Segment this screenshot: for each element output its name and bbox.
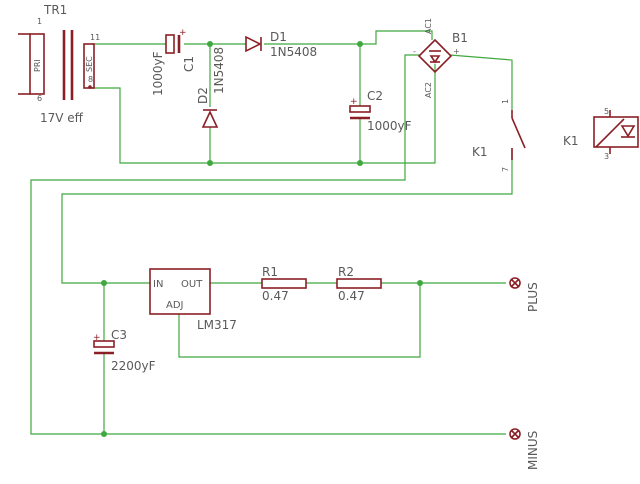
- terminal-plus-cross: [510, 278, 520, 288]
- terminal-minus-label: MINUS: [526, 431, 540, 470]
- relay-switch-pin-7: 7: [501, 167, 510, 172]
- capacitor-c3-value: 2200yF: [111, 359, 156, 373]
- resistor-r2: R2 0.47: [336, 265, 382, 303]
- regulator-lm317: IN OUT ADJ LM317: [149, 268, 237, 332]
- wire-adj-feedback: [178, 283, 421, 358]
- relay-switch-name: K1: [472, 145, 488, 159]
- diode-d1-value: 1N5408: [270, 45, 317, 59]
- bridge-pin-ac2: AC2: [424, 82, 433, 98]
- bridge-name: B1: [452, 31, 468, 45]
- relay-coil-pin-3: 3: [604, 152, 609, 161]
- diode-d1: D1 1N5408: [245, 30, 317, 59]
- capacitor-c3-polarity: +: [93, 333, 101, 343]
- relay-coil-diagonal: [595, 118, 625, 148]
- capacitor-c2-plate: [349, 105, 371, 113]
- relay-switch-pin-1: 1: [501, 99, 510, 104]
- capacitor-c2: + C2 1000yF: [349, 89, 412, 133]
- diode-d2-value: 1N5408: [212, 47, 226, 94]
- junctions: [101, 41, 423, 437]
- capacitor-c3: + C3 2200yF: [93, 328, 156, 373]
- terminal-minus-ring: [509, 428, 521, 440]
- capacitor-c1: + C1 1000yF: [151, 28, 196, 96]
- resistor-r1: R1 0.47: [261, 265, 307, 303]
- junction-dot: [101, 431, 107, 437]
- wire-relay-out: [61, 150, 513, 284]
- resistor-r1-value: 0.47: [262, 289, 289, 303]
- transformer-pin-11: 11: [90, 33, 100, 42]
- regulator-pin-out: OUT: [181, 279, 203, 290]
- bridge-rectifier-b1: B1 AC1 AC2 - +: [413, 18, 468, 98]
- capacitor-c1-value: 1000yF: [151, 51, 165, 96]
- diode-d1-triangle: [245, 35, 262, 53]
- junction-dot: [357, 41, 363, 47]
- regulator-pin-adj: ADJ: [166, 300, 184, 311]
- transformer-dot-marker: [88, 85, 92, 89]
- regulator-pin-in: IN: [153, 279, 163, 290]
- transformer-tr1: TR1 1 6 11 8 PRI SEC 17V eff: [18, 3, 100, 125]
- wire-bridge-plus: [449, 54, 513, 110]
- transformer-primary-label: PRI: [33, 59, 42, 72]
- bridge-pin-minus: -: [413, 47, 416, 56]
- capacitor-c3-name: C3: [111, 328, 127, 342]
- capacitor-c2-name: C2: [367, 89, 383, 103]
- relay-coil-k1: 5 3 K1: [563, 107, 639, 161]
- capacitor-c1-name: C1: [182, 56, 196, 72]
- terminal-minus: MINUS: [509, 428, 540, 470]
- relay-coil-diode-icon: [620, 125, 636, 138]
- diode-d2: D2 1N5408: [196, 47, 226, 128]
- capacitor-c3-plate: [93, 340, 115, 348]
- junction-dot: [207, 41, 213, 47]
- relay-coil-name: K1: [563, 134, 579, 148]
- terminal-plus-ring: [509, 277, 521, 289]
- wire-bottom-rail: [92, 64, 436, 164]
- relay-coil-box: [593, 116, 639, 148]
- terminal-minus-cross: [510, 429, 520, 439]
- junction-dot: [207, 160, 213, 166]
- bridge-inner-diode: [429, 55, 441, 64]
- regulator-name: LM317: [197, 318, 237, 332]
- diode-d1-name: D1: [270, 30, 287, 44]
- wire-bridge-minus: [30, 54, 506, 435]
- relay-coil-pin-5: 5: [604, 107, 609, 116]
- resistor-r2-name: R2: [338, 265, 354, 279]
- relay-switch-k1: 1 7 K1: [472, 99, 526, 172]
- capacitor-c1-polarity: +: [179, 28, 187, 38]
- bridge-pin-plus: +: [453, 47, 460, 56]
- junction-dot: [417, 280, 423, 286]
- resistor-r1-name: R1: [262, 265, 278, 279]
- resistor-r2-body: [336, 278, 382, 289]
- transformer-pin-6: 6: [37, 94, 42, 103]
- bridge-pin-ac1: AC1: [424, 18, 433, 34]
- junction-dot: [357, 160, 363, 166]
- terminal-plus: PLUS: [509, 277, 540, 312]
- capacitor-c2-polarity: +: [350, 97, 358, 107]
- wires: [30, 30, 513, 435]
- resistor-r1-body: [261, 278, 307, 289]
- transformer-value: 17V eff: [40, 111, 84, 125]
- junction-dot: [101, 280, 107, 286]
- bridge-outline: [417, 38, 453, 74]
- diode-d2-name: D2: [196, 87, 210, 104]
- regulator-box: [149, 268, 211, 315]
- terminal-plus-label: PLUS: [526, 282, 540, 312]
- transformer-name: TR1: [43, 3, 67, 17]
- capacitor-c2-value: 1000yF: [367, 119, 412, 133]
- diode-d2-triangle: [201, 110, 219, 128]
- transformer-pin-1: 1: [37, 17, 42, 26]
- transformer-pin-8: 8: [88, 75, 93, 84]
- transformer-primary-box: [29, 33, 45, 95]
- resistor-r2-value: 0.47: [338, 289, 365, 303]
- wire-d1-to-ac1: [264, 30, 433, 45]
- transformer-secondary-label: SEC: [85, 56, 94, 72]
- capacitor-c1-plate: [165, 34, 175, 54]
- relay-switch-lever: [511, 117, 526, 149]
